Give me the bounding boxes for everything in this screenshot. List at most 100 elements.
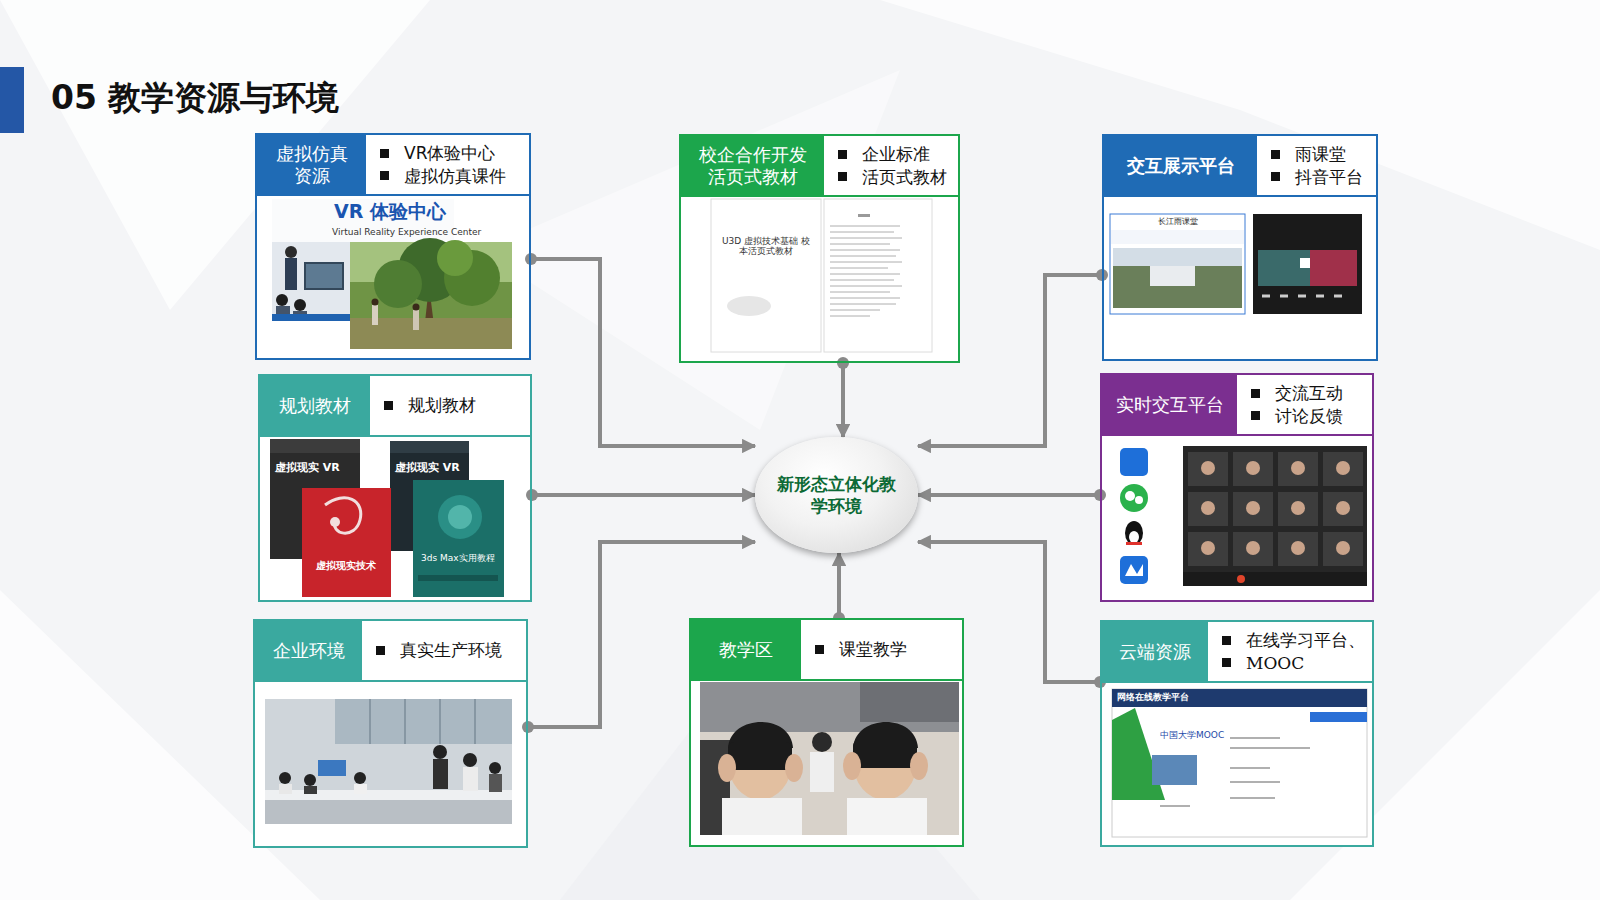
video-meeting-grid-part-part <box>1201 541 1215 555</box>
workbook-pages <box>711 199 932 352</box>
classroom-photo <box>265 699 512 824</box>
panel-title: 云端资源 <box>1102 641 1208 663</box>
bullet-list: 真实生产环境 <box>362 621 526 680</box>
classroom-vr-photo-part <box>700 682 959 732</box>
classroom-vr-photo <box>700 682 959 835</box>
bullet-item: 课堂教学 <box>815 639 962 659</box>
bullet-list: 企业标准活页式教材 <box>824 136 958 195</box>
bullet-item: 虚拟仿真课件 <box>380 166 529 186</box>
panel-header-row: 实时交互平台 交流互动讨论反馈 <box>1102 375 1372 436</box>
panel-title: 教学区 <box>691 639 801 661</box>
panel-title: 实时交互平台 <box>1102 394 1237 416</box>
panel-header-row: 教学区课堂教学 <box>691 620 962 681</box>
video-meeting-grid-part-part <box>1323 532 1363 566</box>
panel-grounds-part <box>258 374 532 602</box>
vr-forest-scene <box>350 238 512 349</box>
title-bar-part <box>0 67 24 133</box>
bullet-item: 在线学习平台、 <box>1222 630 1372 650</box>
connector-line <box>837 553 841 618</box>
mooc-screenshot-part <box>1112 689 1367 707</box>
phone-screenshots-part <box>1110 214 1245 314</box>
mooc-screenshot-part <box>1112 689 1367 837</box>
resource-panel: 规划教材规划教材 <box>258 374 532 602</box>
classroom-photo-part <box>318 760 346 776</box>
illustration-label: 中国大学MOOC <box>1160 730 1224 740</box>
panel-grounds-part <box>1100 373 1374 602</box>
video-meeting-grid-part-part <box>1233 452 1273 486</box>
panel-header: 交互展示平台 <box>1104 136 1257 195</box>
vr-forest-scene-part <box>374 260 422 308</box>
resource-panel: 虚拟仿真资源VR体验中心虚拟仿真课件 <box>255 133 531 360</box>
textbook-covers-part <box>413 480 504 597</box>
chat-app-icons-part <box>1129 531 1139 543</box>
vr-forest-scene-part <box>372 305 378 325</box>
classroom-vr-photo-part <box>910 752 928 780</box>
illustration-label: U3D 虚拟技术基础 校本活页式教材 <box>722 236 810 257</box>
bullet-text: 在线学习平台、 <box>1246 630 1365 650</box>
classroom-vr-photo-part <box>860 682 959 722</box>
chat-app-icons <box>1120 448 1148 584</box>
bullet-text: 交流互动 <box>1275 383 1343 403</box>
video-meeting-grid-part-part <box>1278 492 1318 526</box>
classroom-photo-part <box>370 699 475 744</box>
vr-forest-scene-part <box>413 304 420 311</box>
phone-screenshots-part <box>1113 266 1242 308</box>
classroom-photo-part <box>335 699 512 744</box>
illustration-label: 虚拟现实 VR <box>275 462 340 475</box>
video-meeting-grid-part-part <box>1336 541 1350 555</box>
video-meeting-grid-part-part <box>1291 461 1305 475</box>
bullet-item: 讨论反馈 <box>1251 406 1372 426</box>
classroom-photo-part <box>463 767 478 791</box>
connector-dot <box>526 489 538 501</box>
video-meeting-grid-part-part <box>1201 461 1215 475</box>
bullet-text: 真实生产环境 <box>400 640 502 660</box>
chat-app-icons-part <box>1126 542 1142 545</box>
textbook-covers-part <box>270 439 360 453</box>
panel-header-row: 企业环境真实生产环境 <box>255 621 526 682</box>
bullet-item: 规划教材 <box>384 395 530 415</box>
chat-app-icons-part <box>1125 521 1143 545</box>
panel-header-row: 规划教材规划教材 <box>260 376 530 437</box>
illustration-label: 虚拟现实技术 <box>316 560 376 572</box>
panel-grounds-part <box>689 618 964 847</box>
classroom-photo-part <box>463 753 477 767</box>
panel-title: 虚拟仿真资源 <box>257 143 366 186</box>
connector-line <box>532 493 755 497</box>
panel-header-row: 虚拟仿真资源VR体验中心虚拟仿真课件 <box>257 135 529 196</box>
bullet-list: 规划教材 <box>370 376 530 435</box>
bullet-square <box>815 645 824 654</box>
classroom-photo-part <box>279 784 292 794</box>
video-meeting-grid-part-part <box>1323 492 1363 526</box>
classroom-vr-photo-part <box>812 732 832 752</box>
textbook-covers <box>270 439 504 597</box>
phone-screenshots-part <box>1300 258 1310 268</box>
bullet-square <box>1271 172 1280 181</box>
video-meeting-grid-part <box>1188 452 1363 566</box>
bullet-square <box>1251 411 1260 420</box>
video-meeting-grid-part <box>1201 461 1350 555</box>
chat-app-icons-part <box>1125 491 1135 501</box>
bullet-square <box>380 171 389 180</box>
bullet-list: 雨课堂抖音平台 <box>1257 136 1376 195</box>
resource-panel: 云端资源在线学习平台、MOOC <box>1100 620 1374 847</box>
phone-screenshots-part <box>1258 250 1357 286</box>
bullet-text: 讨论反馈 <box>1275 406 1343 426</box>
workbook-pages-part <box>858 214 870 217</box>
mooc-screenshot-part <box>1152 755 1197 785</box>
vr-forest-scene-part <box>437 240 473 276</box>
video-meeting-grid-part-part <box>1336 501 1350 515</box>
vr-center-photo-part <box>306 264 342 288</box>
phone-screenshots-part <box>1150 266 1195 286</box>
connector-dot <box>522 721 534 733</box>
vr-center-photo-part <box>276 294 288 306</box>
phone-screenshots-part <box>1262 295 1342 298</box>
classroom-vr-photo-part <box>785 754 803 782</box>
video-meeting-grid-part-part <box>1188 452 1228 486</box>
classroom-vr-photo-part <box>722 798 802 835</box>
bullet-item: 雨课堂 <box>1271 144 1376 164</box>
video-meeting-grid-part-part <box>1188 532 1228 566</box>
bullet-text: 企业标准 <box>862 144 930 164</box>
classroom-vr-photo-part <box>810 752 834 792</box>
vr-center-photo-part <box>294 299 306 311</box>
